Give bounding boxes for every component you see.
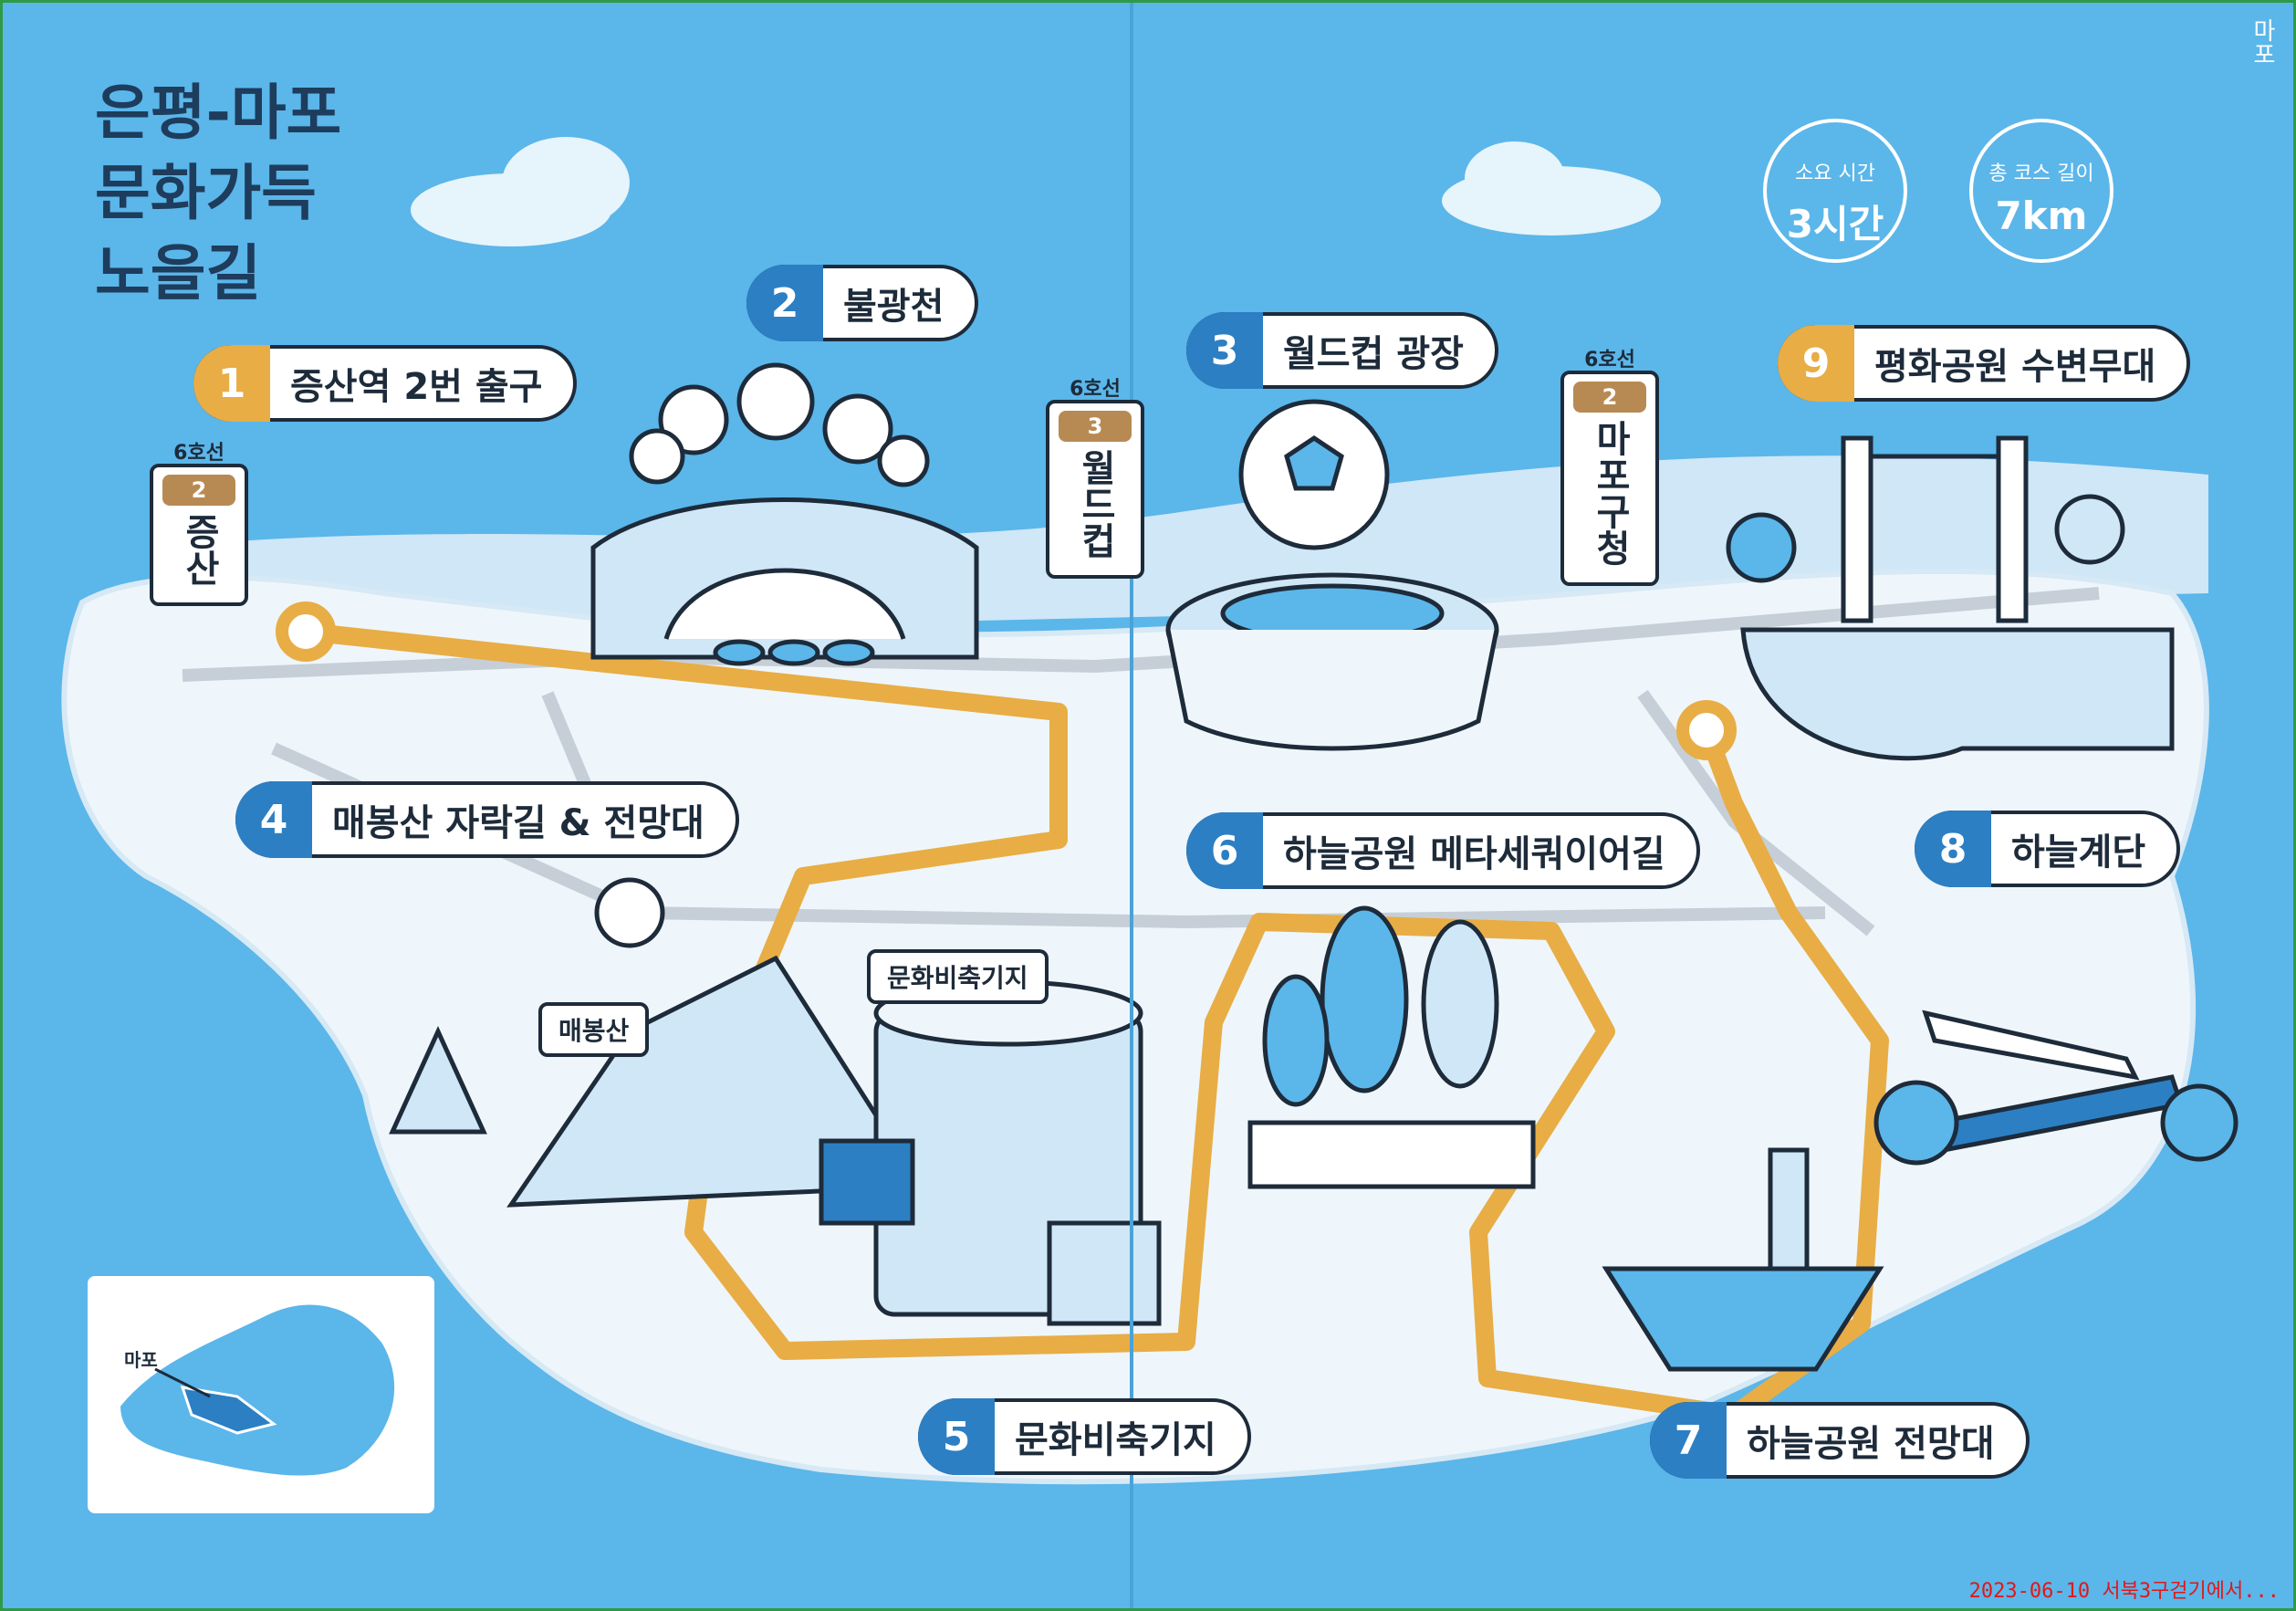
route-end [1676,700,1737,760]
stop-2[interactable]: 2 불광천 [746,265,979,341]
stop-3-number: 3 [1186,312,1263,389]
stop-2-name: 불광천 [843,286,944,328]
course-title: 은평-마포 문화가득 노을길 [95,78,342,309]
station-worldcup-name: 월드컵 [1074,449,1116,559]
stop-4-name: 매봉산 자락길 & 전망대 [332,802,704,844]
time-label: 소요 시간 [1795,162,1875,185]
bulgwangcheon-bridge-illustration [590,362,979,666]
stop-5[interactable]: 5 문화비축기지 [918,1398,1251,1475]
sky-stairs-illustration [1876,1013,2239,1166]
stop-4-number: 4 [235,781,312,858]
culture-depot-illustration [819,979,1162,1326]
mini-map-pointer [154,1367,211,1398]
station-jeungsan-name: 증산 [178,513,220,586]
stop-7-number: 7 [1650,1402,1727,1479]
stop-1-name: 증산역 2번 출구 [290,366,543,408]
stop-9-number: 9 [1778,325,1854,402]
stop-9-name: 평화공원 수변무대 [1874,346,2156,388]
clouds [411,137,1661,246]
stop-1-number: 1 [193,345,270,422]
stop-7-name: 하늘공원 전망대 [1747,1423,1995,1465]
length-value: 7km [1995,194,2088,238]
time-info: 소요 시간 3시간 [1763,119,1907,263]
station-worldcup-line: 6호선 [1070,378,1121,401]
mini-map-mapo-label: 마포 [124,1349,158,1371]
culture-depot-sign: 문화비축기지 [867,949,1049,1004]
stop-6-name: 하늘공원 메타세쿼이어길 [1283,833,1665,875]
station-jeungsan: 6호선 2 증산 [150,442,248,606]
station-worldcup-exit-badge: 3 [1059,411,1132,442]
station-worldcup: 6호선 3 월드컵 [1046,378,1144,579]
side-tab-label: 마포 [2249,18,2276,66]
walking-route [297,622,1889,1424]
maebongsan-sign: 매봉산 [538,1002,650,1057]
station-jeungsan-line: 6호선 [173,442,224,465]
peace-park-stage-illustration [1726,435,2175,761]
stop-6[interactable]: 6 하늘공원 메타세쿼이어길 [1186,812,1700,889]
stop-4[interactable]: 4 매봉산 자락길 & 전망대 [235,781,739,858]
stop-7[interactable]: 7 하늘공원 전망대 [1650,1402,2030,1479]
stop-3-name: 월드컵 광장 [1283,333,1464,375]
length-info: 총 코스 길이 7km [1969,119,2113,263]
stop-5-number: 5 [918,1398,995,1475]
mapo-highlight [180,1386,277,1435]
station-jeungsan-exit-badge: 2 [162,475,235,506]
date-stamp: 2023-06-10 서북3구걷기에서... [1968,1580,2280,1603]
station-mapo-gu-office: 6호선 2 마포구청 [1560,349,1659,586]
seoul-outline [116,1301,398,1480]
stop-8-name: 하늘계단 [2011,832,2146,873]
station-mapo-gu-office-exit-badge: 2 [1573,382,1646,413]
station-mapo-gu-office-line: 6호선 [1584,349,1635,371]
stop-6-number: 6 [1186,812,1263,889]
stop-8-number: 8 [1915,811,1991,887]
sky-park-observatory-illustration [1602,1147,1884,1372]
worldcup-stadium-illustration [1165,399,1499,751]
stop-2-number: 2 [746,265,823,341]
stop-5-name: 문화비축기지 [1015,1419,1216,1461]
metasequoia-trees-illustration [1247,905,1536,1189]
stop-9[interactable]: 9 평화공원 수변무대 [1778,325,2191,402]
stop-3[interactable]: 3 월드컵 광장 [1186,312,1498,389]
route-start [276,602,336,662]
time-value: 3시간 [1786,202,1884,246]
stop-8[interactable]: 8 하늘계단 [1915,811,2181,887]
stop-1[interactable]: 1 증산역 2번 출구 [193,345,578,422]
length-label: 총 코스 길이 [1988,162,2094,185]
station-mapo-gu-office-name: 마포구청 [1589,420,1631,566]
